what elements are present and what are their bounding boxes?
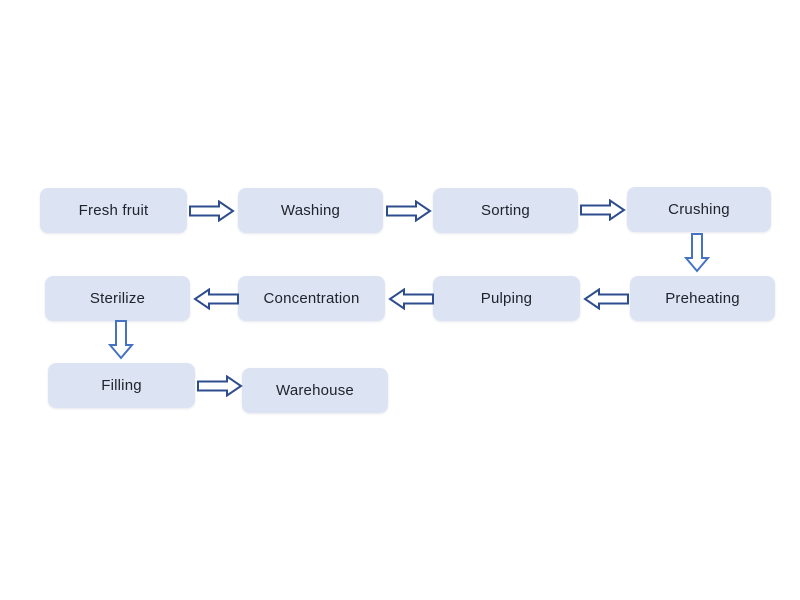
node-pulping: Pulping	[433, 276, 580, 321]
node-preheating-label: Preheating	[665, 290, 740, 307]
down-arrow-icon-sterilize-to-filling	[108, 320, 134, 360]
right-arrow-icon-sorting-to-crushing	[580, 199, 626, 221]
node-sorting-label: Sorting	[481, 202, 530, 219]
node-concentration: Concentration	[238, 276, 385, 321]
node-washing-label: Washing	[280, 202, 341, 219]
node-crushing-label: Crushing	[668, 201, 730, 218]
node-washing: Washing	[238, 188, 383, 233]
node-concentration-label: Concentration	[263, 290, 360, 307]
left-arrow-icon-preheating-to-pulping	[583, 288, 629, 310]
left-arrow-icon-concentration-to-sterilize	[193, 288, 239, 310]
down-arrow-icon-crushing-to-preheating	[684, 233, 710, 273]
node-fresh-fruit-label: Fresh fruit	[78, 202, 149, 219]
node-warehouse-label: Warehouse	[276, 382, 354, 399]
node-pulping-label: Pulping	[480, 290, 533, 307]
node-fresh-fruit: Fresh fruit	[40, 188, 187, 233]
right-arrow-icon-washing-to-sorting	[386, 200, 432, 222]
node-preheating: Preheating	[630, 276, 775, 321]
node-crushing: Crushing	[627, 187, 771, 232]
node-filling-label: Filling	[101, 377, 142, 394]
node-sorting: Sorting	[433, 188, 578, 233]
left-arrow-icon-pulping-to-concentration	[388, 288, 434, 310]
right-arrow-icon-filling-to-warehouse	[197, 375, 243, 397]
node-warehouse: Warehouse	[242, 368, 388, 413]
right-arrow-icon-fresh-fruit-to-washing	[189, 200, 235, 222]
node-filling: Filling	[48, 363, 195, 408]
node-sterilize-label: Sterilize	[89, 290, 146, 307]
node-sterilize: Sterilize	[45, 276, 190, 321]
